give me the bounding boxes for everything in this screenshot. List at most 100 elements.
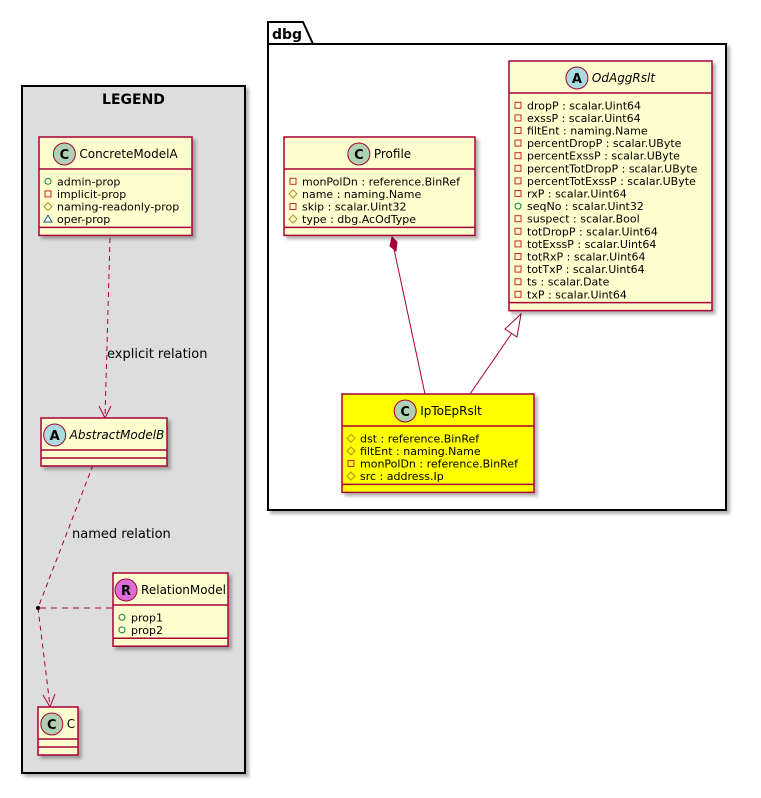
composition-diamond-icon <box>389 236 398 252</box>
legend-title: LEGEND <box>102 92 165 108</box>
composition-line <box>393 248 426 395</box>
package-title: dbg <box>272 27 302 43</box>
public-visibility-icon <box>44 177 52 185</box>
stereotype-letter: A <box>50 429 60 444</box>
stereotype-letter: C <box>400 405 410 420</box>
class-attribute: totDropP : scalar.Uint64 <box>527 225 658 238</box>
class-name: ConcreteModelA <box>79 147 178 161</box>
class-attribute: percentTotDropP : scalar.UByte <box>527 162 698 175</box>
private-visibility-icon <box>514 240 522 248</box>
protected-visibility-icon <box>288 214 298 224</box>
class-attribute: seqNo : scalar.Uint32 <box>527 200 644 213</box>
generalization-triangle-icon <box>504 312 522 338</box>
generalization-line <box>469 332 513 395</box>
class-attribute: ts : scalar.Date <box>527 276 610 289</box>
class-attribute: txP : scalar.Uint64 <box>527 288 627 301</box>
stereotype-letter: C <box>60 148 70 163</box>
class-abstract-model-b[interactable]: A AbstractModelB <box>40 417 168 467</box>
class-attribute: dropP : scalar.Uint64 <box>527 99 641 112</box>
stereotype-icon <box>114 578 138 602</box>
stereotype-icon <box>565 66 589 90</box>
private-visibility-icon <box>514 227 522 235</box>
explicit-relation-label: explicit relation <box>107 347 207 362</box>
class-box <box>283 136 476 237</box>
private-visibility-icon <box>514 152 522 160</box>
class-attribute: percentTotExssP : scalar.UByte <box>527 175 696 188</box>
stereotype-letter: C <box>354 148 364 163</box>
stereotype-icon <box>393 399 417 423</box>
private-visibility-icon <box>347 460 355 467</box>
class-attribute: prop2 <box>131 624 163 637</box>
private-visibility-icon <box>289 177 297 185</box>
stereotype-icon <box>52 142 76 166</box>
stereotype-icon <box>347 142 371 166</box>
private-visibility-icon <box>514 265 522 273</box>
private-visibility-icon <box>514 164 522 172</box>
stereotype-icon <box>40 712 64 736</box>
protected-visibility-icon <box>346 446 356 456</box>
class-name: IpToEpRslt <box>420 404 482 418</box>
class-attribute: suspect : scalar.Bool <box>527 213 640 226</box>
class-ip-to-ep-rslt[interactable]: C IpToEpRslt dst : reference.BinReffiltEnt… <box>341 393 535 494</box>
class-name: OdAggRslt <box>592 71 656 85</box>
class-box <box>341 393 535 494</box>
class-box <box>508 60 713 312</box>
class-attribute: implicit-prop <box>57 188 126 201</box>
private-visibility-icon <box>514 215 522 223</box>
class-attribute: exssP : scalar.Uint64 <box>527 112 641 125</box>
class-concrete-model-a[interactable]: C ConcreteModelA admin-propimplicit-propna… <box>38 136 193 237</box>
stereotype-icon <box>43 423 67 447</box>
class-attribute: rxP : scalar.Uint64 <box>527 188 627 201</box>
private-visibility-icon <box>514 139 522 147</box>
protected-visibility-icon <box>288 189 298 199</box>
class-attribute: type : dbg.AcOdType <box>302 213 416 226</box>
class-attribute: filtEnt : naming.Name <box>360 445 481 458</box>
class-name: C <box>67 717 75 731</box>
class-attribute: totRxP : scalar.Uint64 <box>527 251 646 264</box>
protected-visibility-icon <box>346 433 356 444</box>
class-attribute: filtEnt : naming.Name <box>527 125 648 138</box>
class-attribute: percentExssP : scalar.UByte <box>527 150 680 163</box>
class-attribute: naming-readonly-prop <box>57 201 179 214</box>
public-visibility-icon <box>514 202 522 210</box>
public-visibility-icon <box>118 613 126 621</box>
class-attribute: oper-prop <box>57 213 110 226</box>
public-visibility-icon <box>118 626 126 634</box>
class-attribute: admin-prop <box>57 175 120 188</box>
class-attribute: totTxP : scalar.Uint64 <box>527 263 645 276</box>
class-attribute: name : naming.Name <box>302 188 422 201</box>
stereotype-letter: R <box>121 584 131 599</box>
class-name: RelationModel <box>141 583 226 597</box>
class-name: AbstractModelB <box>69 428 165 442</box>
class-attribute: skip : scalar.Uint32 <box>302 201 407 214</box>
class-attribute: prop1 <box>131 611 163 624</box>
class-attribute: monPolDn : reference.BinRef <box>360 458 519 471</box>
package-visibility-icon <box>43 214 53 223</box>
private-visibility-icon <box>514 101 522 109</box>
private-visibility-icon <box>514 190 522 197</box>
class-attribute: monPolDn : reference.BinRef <box>302 175 461 188</box>
named-relation-label: named relation <box>72 527 171 542</box>
stereotype-letter: C <box>47 718 57 733</box>
stereotype-letter: A <box>572 72 582 87</box>
private-visibility-icon <box>514 290 522 298</box>
class-attribute: src : address.Ip <box>360 470 444 483</box>
association-class-point <box>36 606 40 610</box>
explicit-relation-line <box>104 237 111 419</box>
private-visibility-icon <box>514 177 522 185</box>
class-name: Profile <box>374 147 411 161</box>
class-attribute: dst : reference.BinRef <box>360 432 480 445</box>
private-visibility-icon <box>514 278 522 286</box>
class-profile[interactable]: C Profile monPolDn : reference.BinRefname … <box>283 136 476 237</box>
private-visibility-icon <box>514 127 522 134</box>
class-attribute: totExssP : scalar.Uint64 <box>527 238 656 251</box>
private-visibility-icon <box>44 190 52 198</box>
protected-visibility-icon <box>346 471 356 481</box>
relations: explicit relation named relation <box>36 236 522 709</box>
class-attribute: percentDropP : scalar.UByte <box>527 137 682 150</box>
protected-visibility-icon <box>43 201 53 212</box>
